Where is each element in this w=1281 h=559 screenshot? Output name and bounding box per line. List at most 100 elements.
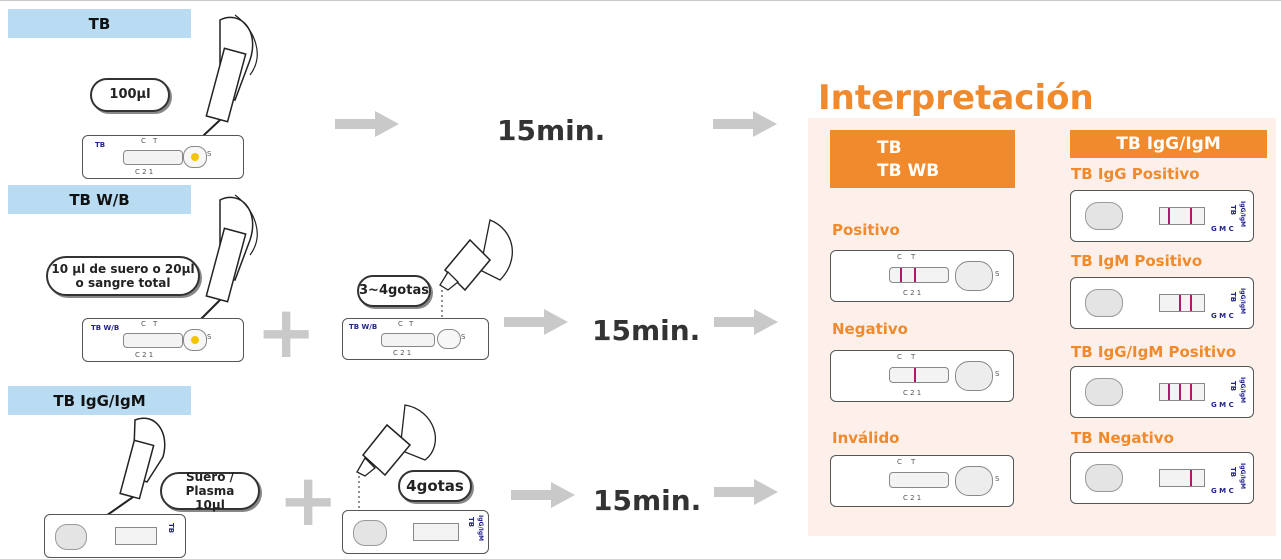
igm-line xyxy=(1179,384,1181,400)
cassette-label: TB xyxy=(1229,381,1237,392)
result-cassette-igg-igm-positivo: G M C TB IgG/IgM xyxy=(1070,366,1254,418)
section-label-tb-igg-igm: TB IgG/IgM xyxy=(8,386,191,415)
result-window xyxy=(381,333,435,347)
right-header-box: TB IgG/IgM xyxy=(1070,130,1267,158)
cassette-sublabel: IgG/IgM xyxy=(1239,463,1246,490)
sample-mark: S xyxy=(461,333,466,341)
scale-mark: C 2 1 xyxy=(903,389,922,397)
sample-well xyxy=(955,361,993,391)
section-label-tb-wb: TB W/B xyxy=(8,185,191,214)
scale-mark: C 2 1 xyxy=(135,168,154,176)
volume-text-wb-line2: o sangre total xyxy=(75,276,171,290)
volume-text-igg-line2: 10μl xyxy=(195,498,225,512)
control-mark: C xyxy=(897,458,902,466)
result-window xyxy=(1159,207,1205,225)
sample-well xyxy=(955,466,993,496)
sample-mark: S xyxy=(207,333,212,341)
sample-well xyxy=(437,329,461,349)
control-mark: C xyxy=(897,253,902,261)
sample-mark: S xyxy=(995,475,1000,483)
result-label-igm-positivo: TB IgM Positivo xyxy=(1071,252,1203,270)
sample-well xyxy=(1085,464,1123,492)
test-mark: T xyxy=(153,320,158,328)
result-window xyxy=(889,267,949,283)
control-line xyxy=(914,368,916,382)
cassette-sublabel: IgG/IgM xyxy=(1239,288,1246,315)
result-label-invalido: Inválido xyxy=(832,429,900,447)
control-line xyxy=(1190,295,1192,311)
scale-mark: C 2 1 xyxy=(135,351,154,359)
cassette-label: TB xyxy=(467,517,475,528)
sample-well xyxy=(1085,202,1123,230)
sample-well xyxy=(183,329,207,351)
drops-bubble-igg: 4gotas xyxy=(398,470,472,502)
left-header-box: TB TB WB xyxy=(830,130,1015,188)
test-mark: T xyxy=(911,458,916,466)
result-window xyxy=(123,333,183,348)
result-window xyxy=(889,472,949,488)
result-cassette-negativo: C T S C 2 1 xyxy=(830,350,1014,402)
gmc-marks: G M C xyxy=(1211,225,1234,233)
sample-well xyxy=(353,520,387,546)
cassette-sublabel: IgG/IgM xyxy=(1239,201,1246,228)
control-line xyxy=(900,268,902,282)
result-cassette-negativo-igg-igm: G M C TB IgG/IgM xyxy=(1070,452,1254,504)
result-window xyxy=(1159,469,1205,487)
cassette-label: TB W/B xyxy=(91,324,120,332)
scale-mark: C 2 1 xyxy=(903,289,922,297)
cassette-label: TB xyxy=(95,141,106,149)
sample-well xyxy=(955,261,993,291)
section-label-tb: TB xyxy=(8,9,191,38)
result-window xyxy=(413,523,459,541)
sample-well xyxy=(183,146,207,168)
result-window xyxy=(115,527,157,545)
gmc-marks: G M C xyxy=(1211,401,1234,409)
test-mark: T xyxy=(911,253,916,261)
drops-text-wb: 3~4gotas xyxy=(359,283,429,298)
tb-igg-igm-cassette: TB xyxy=(44,514,186,558)
result-label-negativo-igg-igm: TB Negativo xyxy=(1071,429,1174,447)
tb-igg-igm-cassette-drops: TB IgG/IgM xyxy=(342,510,489,554)
result-cassette-positivo: C T S C 2 1 xyxy=(830,250,1014,302)
wait-time-row3: 15min. xyxy=(593,484,702,517)
result-label-igg-igm-positivo: TB IgG/IgM Positivo xyxy=(1071,343,1237,361)
drops-bubble-wb: 3~4gotas xyxy=(357,275,431,307)
result-cassette-igm-positivo: G M C TB IgG/IgM xyxy=(1070,277,1254,329)
tb-test-cassette: TB C T S C 2 1 xyxy=(82,135,244,179)
sample-mark: S xyxy=(995,270,1000,278)
result-cassette-invalido: C T S C 2 1 xyxy=(830,455,1014,507)
control-mark: C xyxy=(141,320,146,328)
dropper-bottle-hand-icon xyxy=(356,404,436,508)
tb-wb-cassette-drops: TB W/B C T S C 2 1 xyxy=(342,318,489,360)
cassette-label: TB xyxy=(1229,467,1237,478)
scale-mark: C 2 1 xyxy=(393,349,412,357)
gmc-marks: G M C xyxy=(1211,312,1234,320)
test-mark: T xyxy=(153,137,158,145)
test-line xyxy=(914,268,916,282)
result-label-negativo: Negativo xyxy=(832,320,908,338)
arrow-right-icon xyxy=(714,479,778,505)
top-divider xyxy=(0,0,1281,1)
arrow-right-icon xyxy=(714,309,778,335)
sample-well xyxy=(55,524,87,550)
igg-line xyxy=(1168,384,1170,400)
control-line xyxy=(1190,470,1192,486)
sample-mark: S xyxy=(995,370,1000,378)
control-mark: C xyxy=(398,320,403,328)
volume-bubble-wb: 10 μl de suero o 20μl o sangre total xyxy=(46,256,200,296)
tb-wb-test-cassette: TB W/B C T S C 2 1 xyxy=(82,318,244,362)
scale-mark: C 2 1 xyxy=(903,494,922,502)
sample-well xyxy=(1085,378,1123,406)
plus-icon: + xyxy=(278,458,339,542)
volume-text-igg-line1: Suero / Plasma xyxy=(185,470,235,498)
result-window xyxy=(1159,383,1205,401)
control-mark: C xyxy=(897,353,902,361)
control-line xyxy=(1190,208,1192,224)
left-header-line1: TB xyxy=(877,138,902,158)
gmc-marks: G M C xyxy=(1211,487,1234,495)
test-mark: T xyxy=(409,320,414,328)
plus-icon: + xyxy=(256,290,317,374)
cassette-label: TB xyxy=(167,523,175,534)
sample-well xyxy=(1085,289,1123,317)
arrow-right-icon xyxy=(511,482,575,508)
